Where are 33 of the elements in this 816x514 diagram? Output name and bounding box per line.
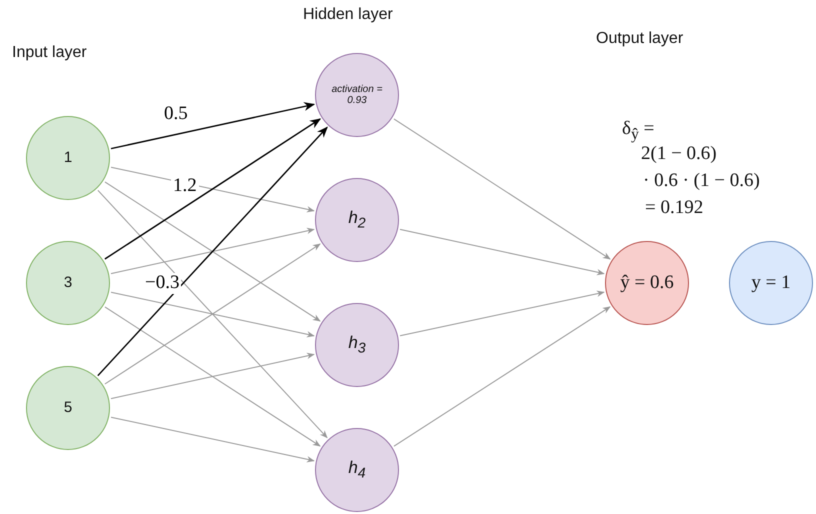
formula-text: · 0.6 · (1 − 0.6) (643, 170, 760, 192)
edge-label: 1.2 (171, 176, 199, 197)
arrow (104, 244, 321, 384)
node-label: 3 (64, 274, 72, 292)
node-label: h$_{2}$ (348, 208, 366, 232)
arrow (104, 118, 322, 260)
layer-title: Input layer (12, 44, 87, 62)
arrow (110, 292, 315, 338)
arrow (393, 306, 611, 447)
node-label: 5 (64, 399, 72, 417)
arrow (104, 306, 321, 447)
arrow (400, 228, 605, 276)
arrow (393, 118, 611, 260)
node-label: 1 (64, 149, 72, 167)
arrow (97, 126, 328, 376)
arrow (104, 181, 321, 322)
formula-text: δ$_{ŷ}$ = (622, 118, 654, 144)
arrow (110, 102, 316, 150)
node-label: h$_{4}$ (348, 458, 366, 482)
node-label: y = 1 (751, 272, 791, 294)
layer-title: Hidden layer (303, 6, 393, 24)
node-label: h$_{3}$ (348, 333, 366, 357)
arrow (110, 352, 315, 400)
node-label: ŷ = 0.6 (620, 272, 674, 294)
node-label: activation = 0.93 (330, 84, 384, 106)
arrow (110, 416, 315, 462)
edge-label: −0.3 (143, 273, 182, 294)
arrow (97, 190, 328, 438)
arrow (400, 290, 605, 336)
formula-text: 2(1 − 0.6) (641, 143, 717, 165)
formula-text: = 0.192 (645, 197, 704, 219)
layer-title: Output layer (596, 30, 684, 48)
arrow (110, 228, 315, 274)
